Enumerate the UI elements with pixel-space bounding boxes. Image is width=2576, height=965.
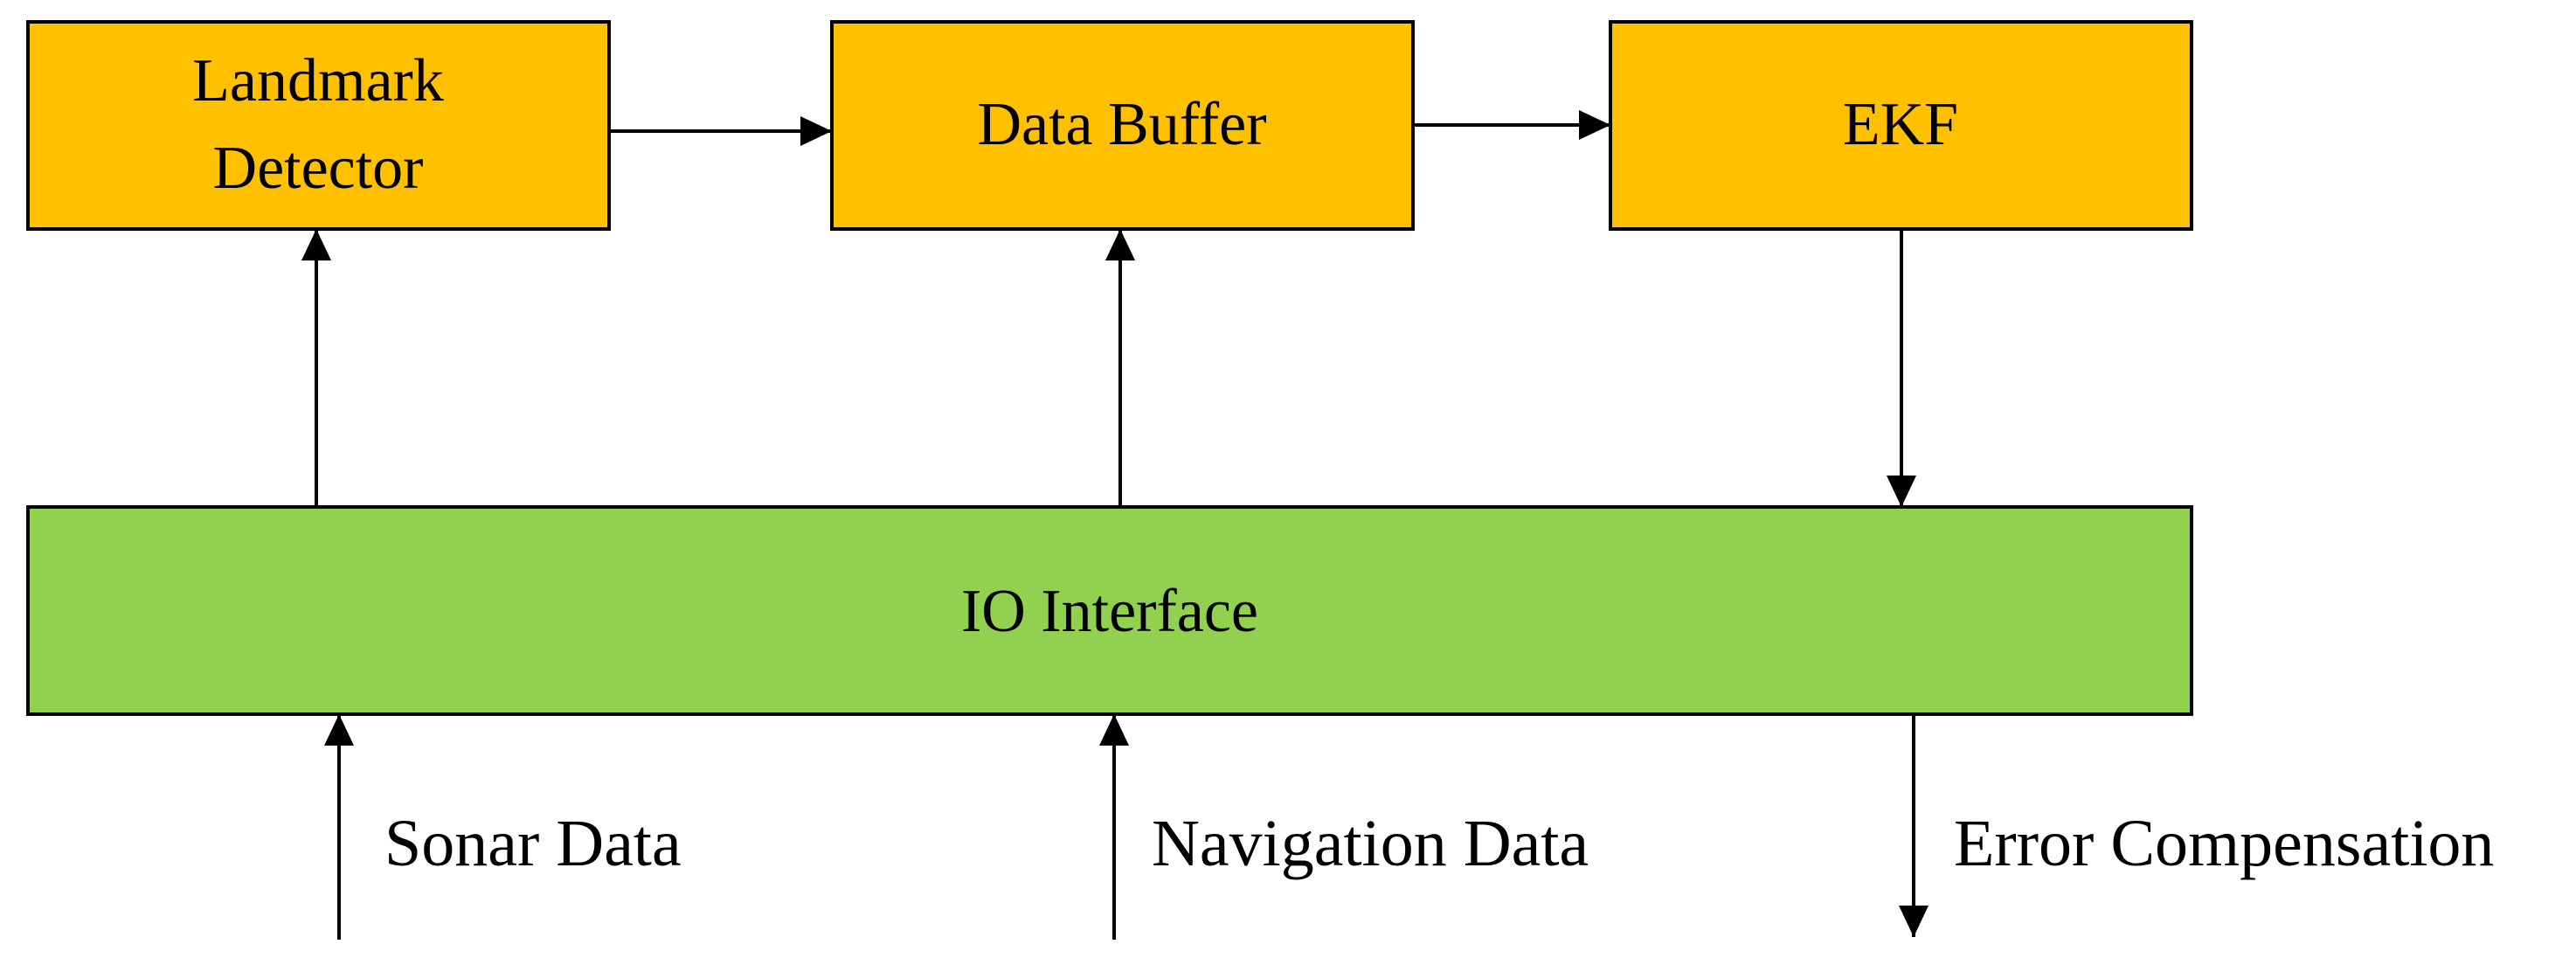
landmark-detector-label-line1: Landmark bbox=[192, 47, 444, 115]
error-compensation-label: Error Compensation bbox=[1954, 807, 2494, 880]
ekf-box bbox=[1609, 20, 2193, 231]
ekf-label: EKF bbox=[1843, 91, 1958, 158]
io-interface-label: IO Interface bbox=[961, 578, 1258, 645]
data-buffer-label: Data Buffer bbox=[977, 91, 1266, 158]
sonar-data-label: Sonar Data bbox=[384, 807, 682, 880]
io-interface-box bbox=[26, 505, 2193, 716]
landmark-detector-box bbox=[26, 20, 611, 231]
landmark-detector-label-line2: Detector bbox=[213, 135, 424, 202]
data-buffer-box bbox=[830, 20, 1415, 231]
navigation-data-label: Navigation Data bbox=[1152, 807, 1589, 880]
